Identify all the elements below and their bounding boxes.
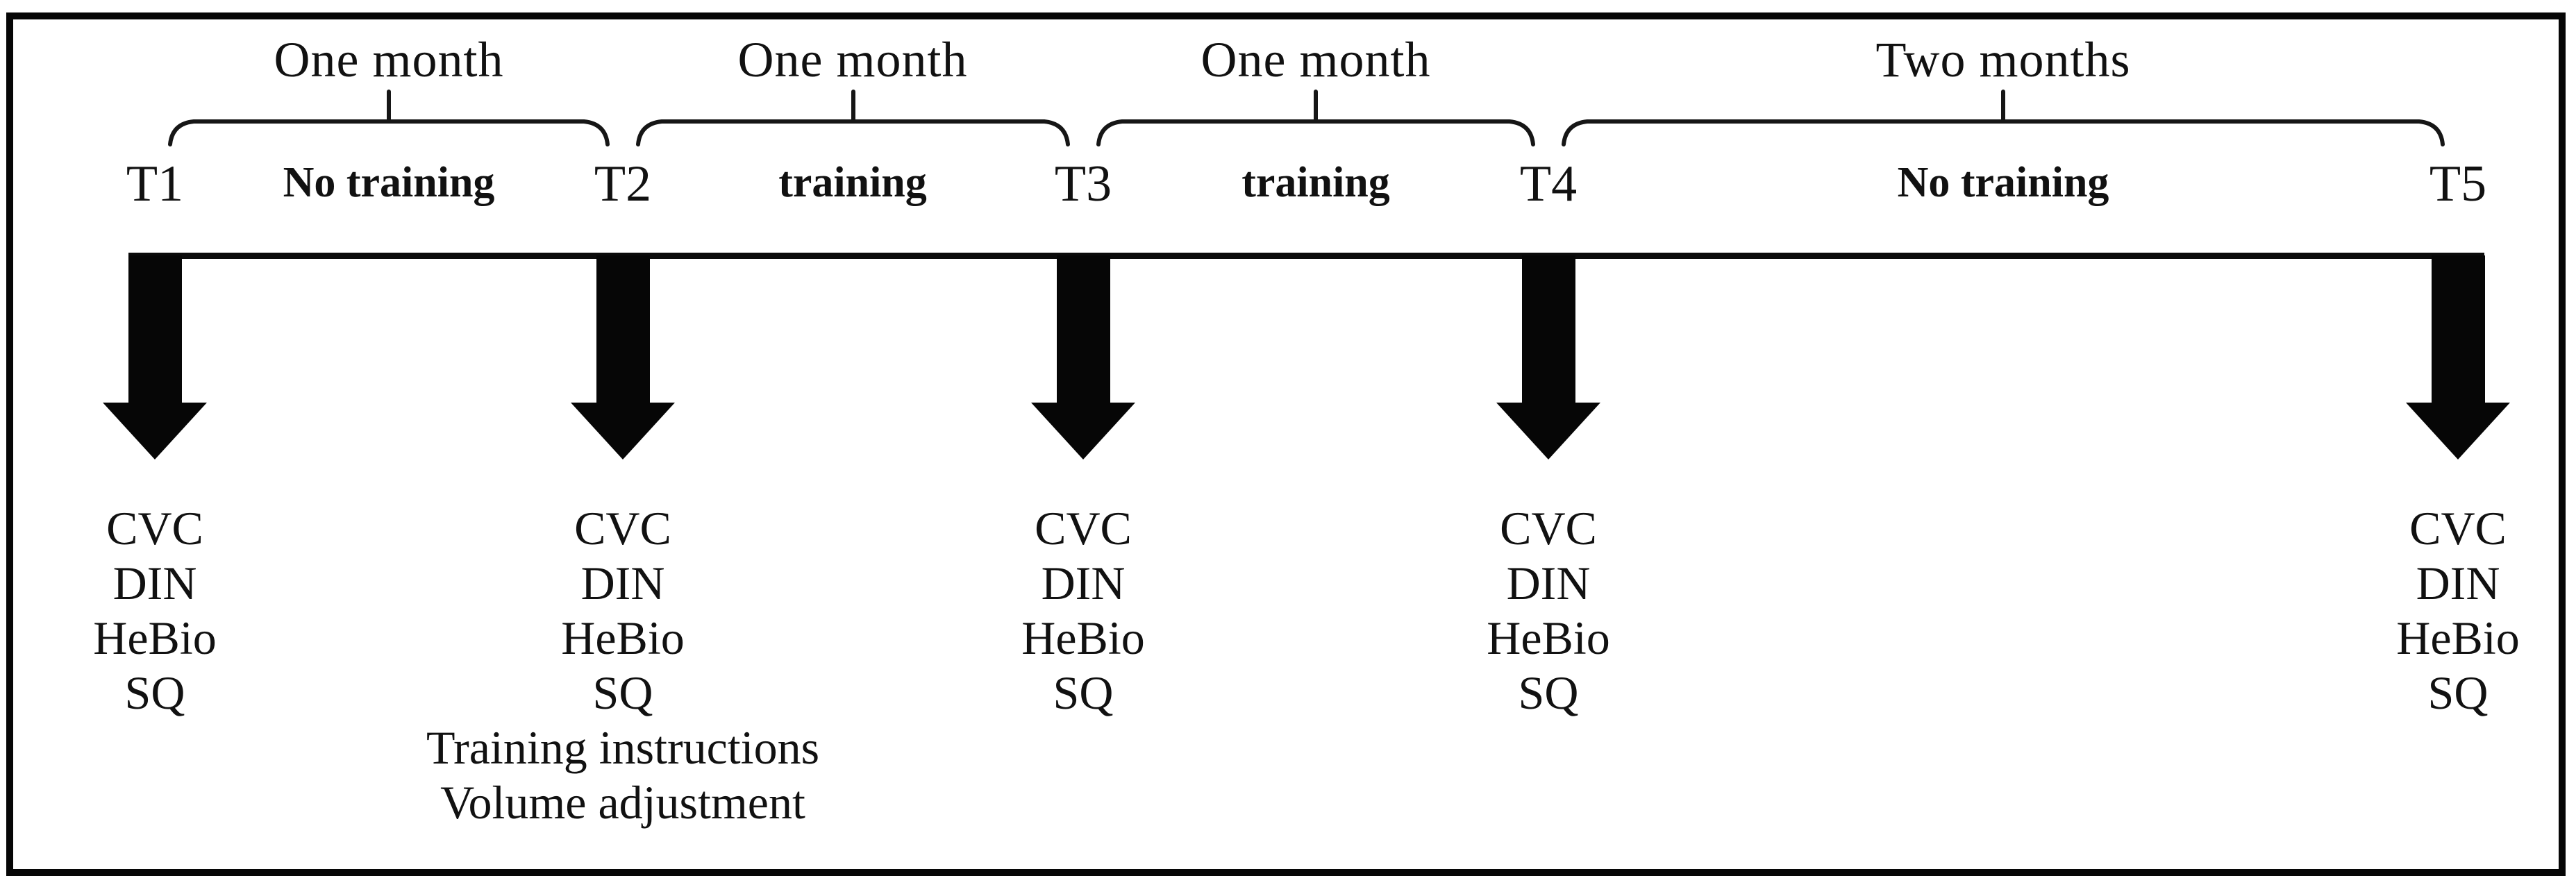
measurement-item: CVC xyxy=(1500,502,1597,555)
measurement-item: SQ xyxy=(2427,666,2489,719)
measurement-item: CVC xyxy=(106,502,203,555)
measurement-item: CVC xyxy=(574,502,671,555)
measurement-list: CVC DIN HeBio SQ xyxy=(1021,501,1145,720)
measurement-list: CVC DIN HeBio SQ Training instructions V… xyxy=(426,501,819,830)
arrow-shaft xyxy=(2431,255,2485,403)
measurement-item: CVC xyxy=(2409,502,2507,555)
interval-activity-label: training xyxy=(778,159,927,206)
down-arrow-icon xyxy=(571,255,675,460)
down-arrow-icon xyxy=(1031,255,1135,460)
measurement-item: DIN xyxy=(2416,557,2500,609)
measurement-item: SQ xyxy=(1518,666,1579,719)
arrow-head xyxy=(1496,403,1600,460)
interval-bracket xyxy=(168,90,610,146)
interval-bracket xyxy=(1096,90,1535,146)
measurement-item: DIN xyxy=(1041,557,1126,609)
measurement-item: HeBio xyxy=(2396,612,2520,664)
arrow-head xyxy=(103,403,207,460)
interval-duration-label: Two months xyxy=(1875,32,2131,87)
timepoint-label: T2 xyxy=(594,155,652,212)
measurement-item: DIN xyxy=(1506,557,1591,609)
measurement-list: CVC DIN HeBio SQ xyxy=(2396,501,2520,720)
measurement-item: DIN xyxy=(580,557,665,609)
interval-bracket xyxy=(1562,90,2445,146)
interval-duration-label: One month xyxy=(1201,32,1431,87)
measurement-item: CVC xyxy=(1035,502,1132,555)
extra-note: Training instructions xyxy=(426,721,820,774)
measurement-list: CVC DIN HeBio SQ xyxy=(1487,501,1610,720)
down-arrow-icon xyxy=(103,255,207,460)
measurement-item: HeBio xyxy=(1021,612,1145,664)
interval-bracket xyxy=(636,90,1070,146)
measurement-item: DIN xyxy=(112,557,197,609)
figure-border xyxy=(6,12,2566,876)
timepoint-label: T4 xyxy=(1519,155,1578,212)
interval-activity-label: No training xyxy=(283,159,495,206)
measurement-list: CVC DIN HeBio SQ xyxy=(93,501,217,720)
measurement-item: HeBio xyxy=(1487,612,1610,664)
measurement-item: SQ xyxy=(124,666,185,719)
arrow-head xyxy=(1031,403,1135,460)
measurement-item: SQ xyxy=(592,666,653,719)
down-arrow-icon xyxy=(1496,255,1600,460)
interval-activity-label: training xyxy=(1241,159,1390,206)
timepoint-label: T1 xyxy=(126,155,184,212)
measurement-item: HeBio xyxy=(561,612,685,664)
arrow-shaft xyxy=(1056,255,1110,403)
measurement-item: HeBio xyxy=(93,612,217,664)
down-arrow-icon xyxy=(2406,255,2510,460)
interval-activity-label: No training xyxy=(1897,159,2109,206)
arrow-head xyxy=(2406,403,2510,460)
timepoint-label: T3 xyxy=(1054,155,1112,212)
timeline-axis xyxy=(128,253,2484,259)
arrow-shaft xyxy=(128,255,182,403)
arrow-head xyxy=(571,403,675,460)
timepoint-label: T5 xyxy=(2429,155,2487,212)
measurement-item: SQ xyxy=(1053,666,1114,719)
arrow-shaft xyxy=(596,255,650,403)
interval-duration-label: One month xyxy=(274,32,504,87)
interval-duration-label: One month xyxy=(737,32,968,87)
extra-note: Volume adjustment xyxy=(440,776,805,829)
arrow-shaft xyxy=(1521,255,1575,403)
